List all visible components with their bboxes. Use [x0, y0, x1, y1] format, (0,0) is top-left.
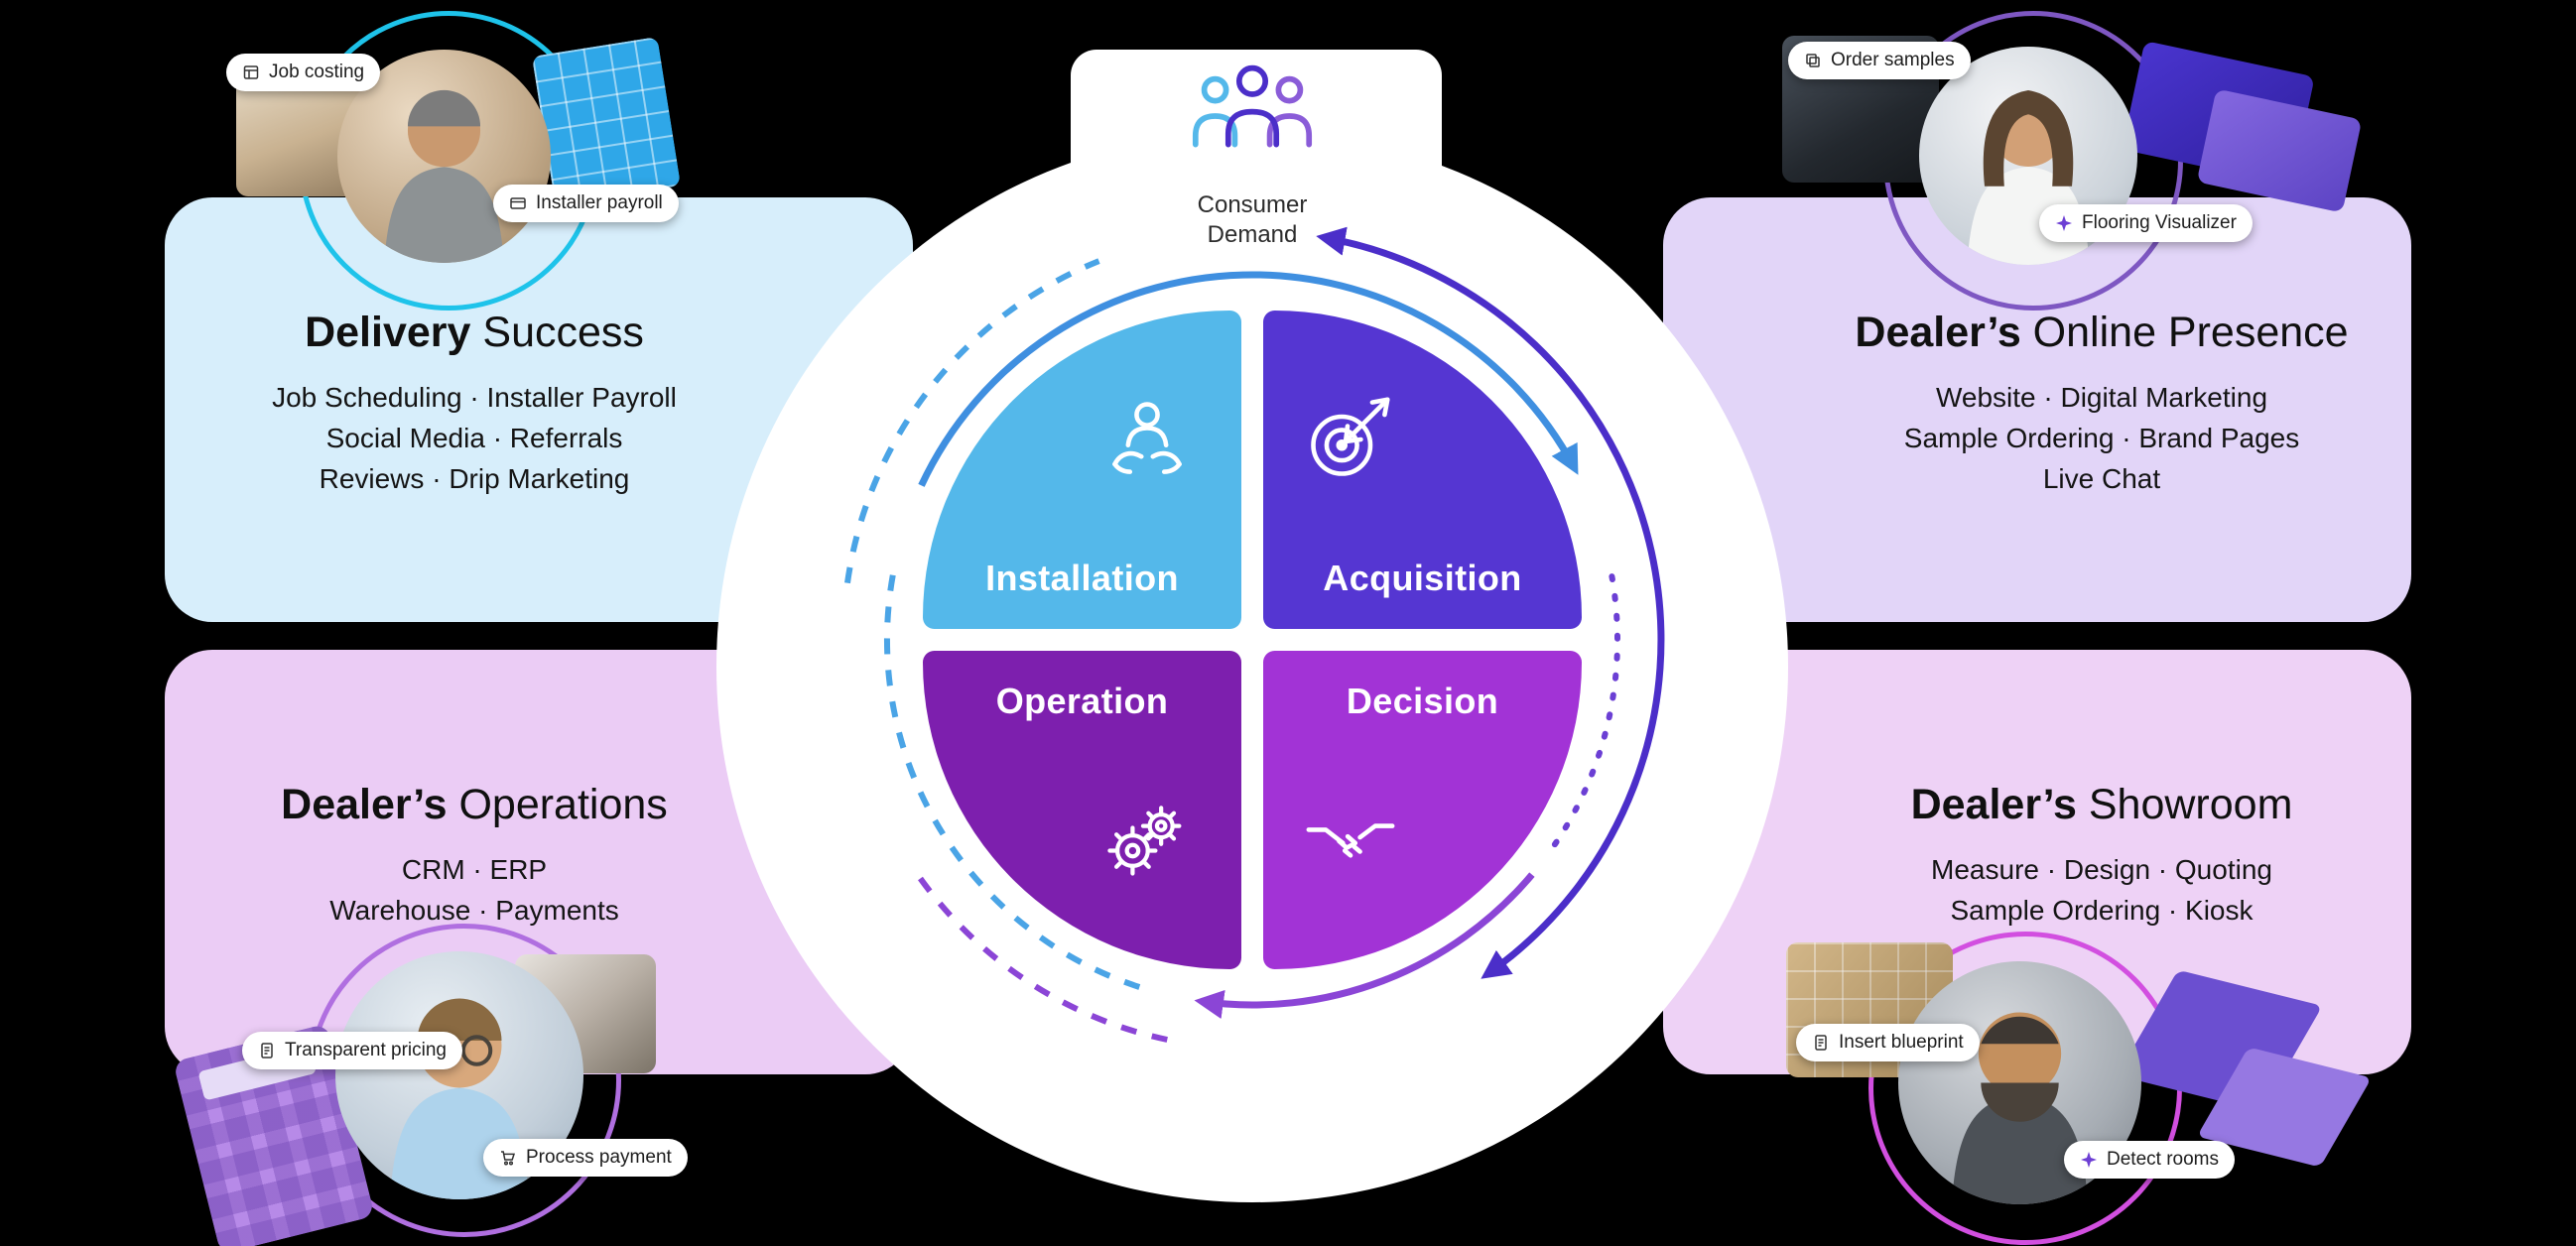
panel-line: Job Scheduling · Installer Payroll — [272, 382, 677, 413]
badge-label: Process payment — [526, 1147, 672, 1168]
installer-portrait — [337, 50, 551, 263]
cart-icon — [499, 1149, 517, 1167]
badge-transparent-pricing: Transparent pricing — [242, 1032, 462, 1069]
arc-right-purple-dotted — [1548, 573, 1620, 853]
badge-insert-blueprint: Insert blueprint — [1796, 1024, 1980, 1061]
decision-handshake-icon — [1306, 823, 1395, 858]
badge-label: Insert blueprint — [1839, 1032, 1964, 1053]
quadrant-label: Installation — [985, 558, 1179, 598]
panel-line: Social Media · Referrals — [325, 423, 623, 453]
lifecycle-wheel: Installation Acquisition Operation — [923, 311, 1582, 969]
arc-bottomleft-violet-dashed — [915, 872, 1168, 1043]
badge-label: Installer payroll — [536, 192, 663, 213]
quadrant-operation: Operation — [923, 651, 1241, 969]
table-icon — [242, 63, 260, 81]
panel-title: Dealer’s Operations — [281, 781, 668, 828]
arc-right-purple-solid — [1316, 226, 1665, 979]
arc-bottom-violet-solid — [1194, 872, 1535, 1020]
quadrant-installation: Installation — [923, 311, 1241, 629]
operation-gears-icon — [1107, 806, 1182, 876]
hub-white-disc — [716, 131, 1788, 1202]
quadrant-label: Decision — [1346, 681, 1499, 721]
badge-label: Job costing — [269, 62, 365, 82]
panel-line: CRM · ERP — [401, 854, 548, 885]
panel-line: Live Chat — [2042, 463, 2161, 494]
dealer-woman-portrait — [1919, 47, 2137, 265]
consumer-demand-label: Consumer Demand — [1197, 191, 1308, 248]
badge-label: Flooring Visualizer — [2082, 212, 2237, 233]
badge-process-payment: Process payment — [483, 1139, 688, 1177]
badge-installer-payroll: Installer payroll — [493, 185, 679, 222]
badge-label: Detect rooms — [2107, 1149, 2219, 1170]
panel-line: Warehouse · Payments — [329, 895, 619, 926]
quadrant-acquisition: Acquisition — [1263, 311, 1582, 629]
consumer-people-icon — [1192, 64, 1313, 148]
badge-job-costing: Job costing — [226, 54, 381, 91]
arc-left-blue-dashed — [883, 562, 1141, 990]
panel-title: Dealer’s Online Presence — [1855, 309, 2349, 356]
quadrant-decision: Decision — [1263, 651, 1582, 969]
panel-line: Website · Digital Marketing — [1935, 382, 2268, 413]
badge-label: Transparent pricing — [285, 1040, 447, 1060]
panel-online-presence: Dealer’s Online Presence Website · Digit… — [1663, 197, 2411, 622]
sparkle-icon — [2055, 214, 2073, 232]
layers-icon — [1804, 52, 1822, 69]
card-icon — [509, 194, 527, 212]
badge-order-samples: Order samples — [1788, 42, 1971, 79]
badge-label: Order samples — [1831, 50, 1955, 70]
panel-line: Reviews · Drip Marketing — [319, 463, 630, 494]
panel-title: Dealer’s Showroom — [1910, 781, 2293, 828]
sparkle-icon — [2080, 1151, 2098, 1169]
panel-line: Sample Ordering · Kiosk — [1950, 895, 2254, 926]
installation-care-icon — [1112, 402, 1182, 474]
panel-title: Delivery Success — [305, 309, 644, 356]
acquisition-target-icon — [1311, 397, 1390, 476]
panel-line: Measure · Design · Quoting — [1931, 854, 2272, 885]
badge-flooring-visualizer: Flooring Visualizer — [2039, 204, 2253, 242]
doc-icon — [1812, 1034, 1830, 1052]
quadrant-label: Acquisition — [1323, 558, 1522, 598]
badge-detect-rooms: Detect rooms — [2064, 1141, 2235, 1179]
doc-icon — [258, 1042, 276, 1059]
quadrant-label: Operation — [995, 681, 1169, 721]
panel-line: Sample Ordering · Brand Pages — [1903, 423, 2300, 453]
